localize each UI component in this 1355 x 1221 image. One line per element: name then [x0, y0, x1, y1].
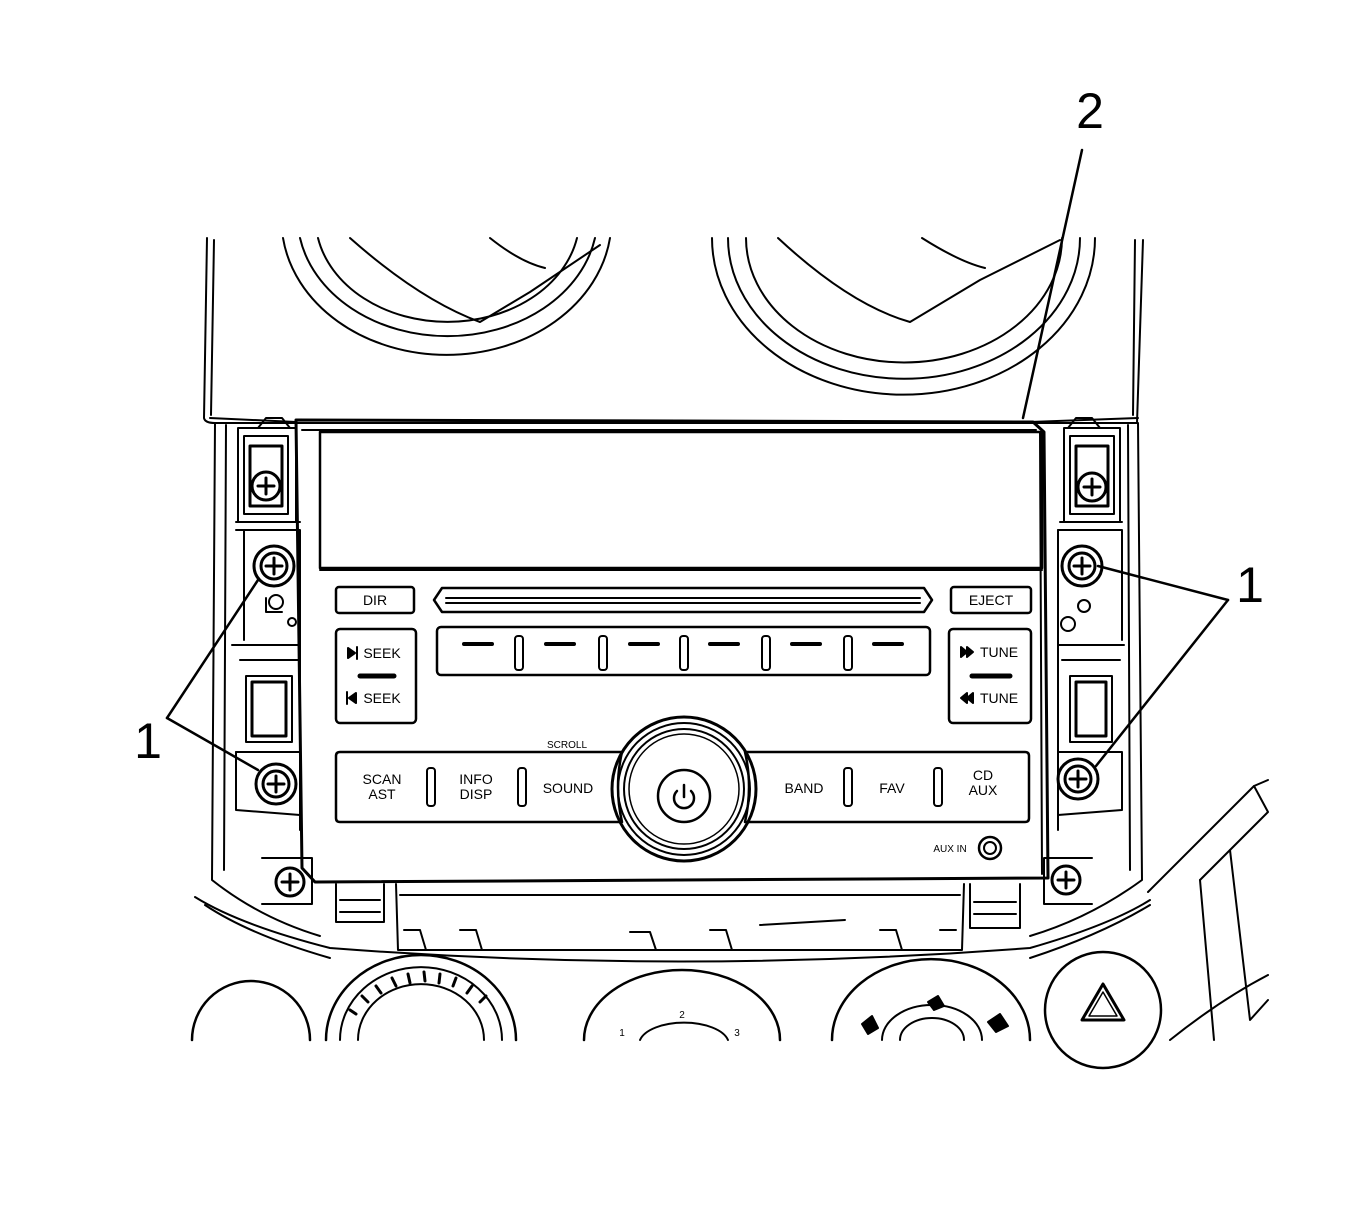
callout-2: 2 — [1076, 83, 1104, 139]
band-button[interactable]: BAND — [785, 780, 824, 796]
sound-button[interactable]: SOUND — [543, 780, 594, 796]
ast-label: AST — [368, 786, 396, 802]
face-vent-mode-icon — [861, 1015, 879, 1035]
fan-speed-dial[interactable]: 1 2 3 — [582, 968, 782, 1042]
lower-trim-clips — [335, 883, 1021, 951]
fav-label: FAV — [879, 780, 905, 796]
aux-in-label: AUX IN — [933, 844, 966, 855]
preset-dividers — [514, 635, 853, 671]
fan-mark-1: 1 — [619, 1028, 625, 1039]
seek-up-label: SEEK — [363, 645, 401, 661]
seek-down-icon — [346, 691, 357, 705]
scan-ast-button[interactable]: SCAN AST — [363, 771, 402, 802]
bezel-screw-lower-left — [261, 857, 313, 905]
info-disp-button[interactable]: INFO DISP — [459, 771, 493, 802]
lower-left-knob[interactable] — [190, 979, 312, 1042]
sound-label: SOUND — [543, 780, 594, 796]
bracket-screw-upper-left — [250, 470, 282, 502]
fan-mark-2: 2 — [679, 1010, 685, 1021]
power-volume-knob[interactable] — [610, 715, 758, 863]
tune-down-icon — [960, 692, 974, 704]
right-air-vent — [711, 237, 1096, 396]
radio-screw-upper-right — [1060, 544, 1104, 588]
air-mode-dial[interactable] — [830, 957, 1032, 1042]
info-label: INFO — [459, 771, 493, 787]
band-label: BAND — [785, 780, 824, 796]
power-icon — [672, 783, 696, 810]
scroll-label: SCROLL — [547, 740, 587, 751]
cd-aux-button[interactable]: CD AUX — [969, 767, 998, 798]
tune-up-label: TUNE — [980, 644, 1018, 660]
callout-1-left: 1 — [134, 713, 162, 769]
dir-button-label: DIR — [363, 592, 387, 608]
seek-up-icon — [347, 646, 358, 660]
radio-screw-lower-left — [254, 762, 298, 806]
fan-mark-3: 3 — [734, 1028, 740, 1039]
seek-rocker[interactable]: SEEK SEEK — [334, 627, 418, 725]
seek-down-label: SEEK — [363, 690, 401, 706]
instrument-panel-bezel — [194, 237, 1151, 963]
tune-up-icon — [960, 646, 974, 658]
aux-in-jack[interactable] — [977, 835, 1003, 861]
aux-label: AUX — [969, 782, 998, 798]
cd-slot — [432, 586, 934, 614]
left-bracket-clip-icon — [265, 594, 297, 627]
floor-vent-mode-icon — [927, 995, 945, 1011]
callout-1-right: 1 — [1236, 557, 1264, 613]
bracket-screw-upper-right — [1076, 471, 1108, 503]
left-air-vent — [282, 237, 611, 356]
tune-rocker[interactable]: TUNE TUNE — [947, 627, 1033, 725]
defrost-mode-icon — [987, 1013, 1009, 1033]
fav-button[interactable]: FAV — [879, 780, 905, 796]
preset-button-bar — [435, 625, 932, 677]
hazard-triangle-icon — [1080, 982, 1126, 1022]
callout-leader-lines — [165, 148, 1230, 772]
radio-screw-lower-right — [1056, 757, 1100, 801]
eject-button-label: EJECT — [969, 592, 1014, 608]
eject-button[interactable]: EJECT — [949, 585, 1033, 615]
temperature-dial[interactable] — [324, 953, 518, 1042]
hazard-button[interactable] — [1043, 950, 1163, 1070]
right-mounting-bracket — [1057, 417, 1125, 831]
radio-faceplate — [294, 418, 1050, 884]
radio-screw-upper-left — [252, 544, 296, 588]
scan-label: SCAN — [363, 771, 402, 787]
lower-button-bar — [334, 750, 1031, 824]
radio-display — [318, 430, 1044, 570]
dir-button[interactable]: DIR — [334, 585, 416, 615]
bezel-screw-lower-right — [1043, 857, 1093, 905]
right-dash-trim — [1147, 779, 1269, 1041]
tune-down-label: TUNE — [980, 690, 1018, 706]
disp-label: DISP — [460, 786, 493, 802]
cd-label: CD — [973, 767, 993, 783]
